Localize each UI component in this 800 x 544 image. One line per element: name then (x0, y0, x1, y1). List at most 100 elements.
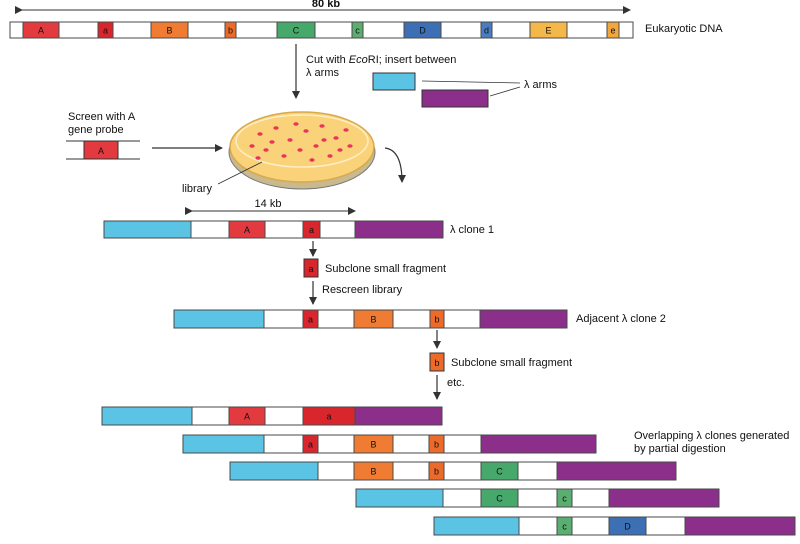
lambda-clone-1-label: λ clone 1 (450, 224, 494, 236)
rescreen-label: Rescreen library (322, 284, 403, 296)
colonies (249, 122, 353, 162)
overlap-row-4-label-C: C (496, 494, 503, 504)
colony-7 (347, 144, 353, 148)
overlap-row-5-segment-purple-arm (684, 516, 796, 536)
subclone-a-text: Subclone small fragment (325, 263, 446, 275)
subclone-a-label: a (308, 264, 313, 274)
dna-label-a: a (103, 26, 108, 36)
overlap-row-3-segment-purple-arm (556, 461, 677, 481)
lambda-arm-pointer2 (489, 86, 521, 97)
overlap-row-2-segment-blank (263, 434, 304, 454)
dna-label-A: A (38, 26, 44, 36)
overlap-row-1-segment-blank (191, 406, 230, 426)
overlap-row-5-segment-blank (571, 516, 610, 536)
screen-label-line2: gene probe (68, 124, 124, 136)
dna-label-C: C (293, 26, 300, 36)
dna-segment-blank (112, 21, 152, 39)
dna-segment-blank (440, 21, 482, 39)
screen-label-line1: Screen with A (68, 111, 136, 123)
overlap-row-2-segment-blank (317, 434, 355, 454)
clone1-segment-cyan-arm (103, 220, 192, 239)
overlap-row-3-label-b: b (434, 467, 439, 477)
clone2-segment-blank (317, 309, 355, 329)
petri-dish (228, 111, 376, 190)
clone2-segment-blank (263, 309, 304, 329)
etc-label: etc. (447, 377, 465, 389)
clone2-segment-blank (392, 309, 431, 329)
clone1-segment-blank (264, 220, 304, 239)
colony-2 (273, 126, 279, 130)
subclone-b-text: Subclone small fragment (451, 357, 572, 369)
colony-4 (303, 129, 309, 133)
colony-1 (257, 132, 263, 136)
clone2-segment-blank (443, 309, 481, 329)
colony-17 (269, 140, 275, 144)
overlap-row-5-label-D: D (624, 522, 631, 532)
library-pointer (217, 161, 263, 185)
dna-segment-blank (9, 21, 24, 39)
subclone-b-fragment (429, 352, 445, 372)
size-14kb-label: 14 kb (255, 198, 282, 210)
overlap-row-2-label-B: B (370, 440, 376, 450)
dna-segment-blank (58, 21, 99, 39)
colony-12 (327, 154, 333, 158)
lambda-arms-label: λ arms (524, 79, 558, 91)
lambda-arm-purple (421, 89, 489, 108)
overlap-row-3-segment-blank (317, 461, 355, 481)
dna-segment-blank (362, 21, 405, 39)
dna-label-b: b (228, 26, 233, 36)
overlap-row-2-label-b: b (434, 440, 439, 450)
overlap-row-5-segment-cyan-arm (433, 516, 520, 536)
colony-8 (263, 148, 269, 152)
clone2-label-b: b (434, 315, 439, 325)
overlap-label-line2: by partial digestion (634, 443, 726, 455)
overlap-row-4-segment-cyan-arm (355, 488, 444, 508)
dna-segment-blank (314, 21, 353, 39)
overlap-row-5-segment-blank (518, 516, 558, 536)
dna-label-c: c (355, 26, 360, 36)
colony-6 (333, 136, 339, 140)
clone1-segment-purple-arm (354, 220, 444, 239)
eukaryotic-dna-label: Eukaryotic DNA (645, 23, 723, 35)
overlap-row-5-label-c: c (562, 522, 567, 532)
overlap-row-1-label-A: A (244, 412, 250, 422)
overlap-row-1-segment-blank (264, 406, 304, 426)
dna-label-d: d (484, 26, 489, 36)
clone1-segment-blank (319, 220, 356, 239)
colony-9 (281, 154, 287, 158)
overlap-row-4-segment-blank (517, 488, 558, 508)
overlap-row-2-segment-cyan-arm (182, 434, 265, 454)
overlap-label-line1: Overlapping λ clones generated (634, 430, 789, 442)
overlap-row-4-segment-blank (571, 488, 610, 508)
adjacent-clone-2-label: Adjacent λ clone 2 (576, 313, 666, 325)
clone2-segment-purple-arm (479, 309, 568, 329)
overlap-row-1-label-a: a (326, 412, 331, 422)
clone2-label-B: B (370, 315, 376, 325)
overlap-row-5-segment-blank (645, 516, 686, 536)
overlap-row-2-segment-blank (443, 434, 482, 454)
dna-segment-blank (491, 21, 531, 39)
colony-16 (309, 158, 315, 162)
overlap-row-3-segment-blank (517, 461, 558, 481)
colony-3 (287, 138, 293, 142)
colony-11 (313, 144, 319, 148)
colony-13 (343, 128, 349, 132)
colony-18 (337, 148, 343, 152)
subclone-a-fragment (303, 258, 319, 278)
library-label: library (182, 183, 212, 195)
overlap-row-3-label-C: C (496, 467, 503, 477)
overlap-row-4-segment-blank (442, 488, 482, 508)
overlap-row-3-segment-cyan-arm (229, 461, 319, 481)
dna-label-B: B (166, 26, 172, 36)
overlap-row-2-label-a: a (308, 440, 313, 450)
colony-14 (249, 144, 255, 148)
overlap-row-3-segment-blank (443, 461, 482, 481)
size-80kb-label: 80 kb (312, 0, 340, 10)
clone2-segment-cyan-arm (173, 309, 265, 329)
gene-probe: A (66, 140, 140, 160)
